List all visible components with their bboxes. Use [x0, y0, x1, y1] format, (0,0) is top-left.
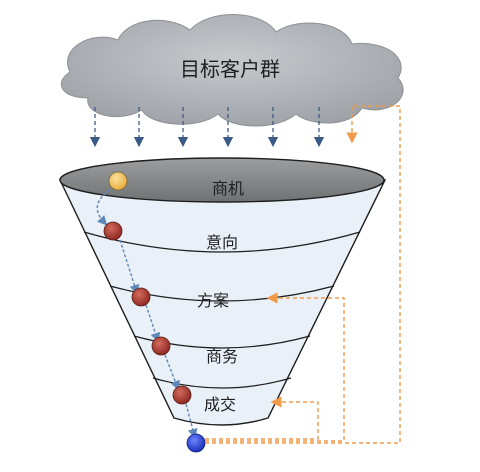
lead-ball-start — [108, 171, 128, 191]
ball-path-arrow — [119, 239, 140, 295]
ball-path — [96, 189, 198, 439]
stage-label-negotiation: 商务 — [206, 347, 238, 366]
cloud-label: 目标客户群 — [180, 57, 280, 81]
ball-path-arrow — [185, 403, 198, 439]
ball-path-arrow — [164, 354, 180, 391]
stage-label-opportunity: 商机 — [212, 179, 244, 198]
stage-label-closed: 成交 — [204, 395, 236, 414]
lead-ball — [151, 336, 171, 356]
feedback-arrow-to-top — [205, 105, 401, 444]
stage-label-proposal: 方案 — [197, 291, 229, 310]
feedback-arrow-to-closed — [205, 396, 319, 440]
cloud-shape — [60, 14, 404, 127]
lead-ball — [131, 287, 151, 307]
inflow-arrows — [89, 107, 325, 148]
ball-path-arrow — [145, 304, 161, 343]
stage-label-intent: 意向 — [206, 233, 238, 252]
lead-ball — [172, 385, 192, 405]
feedback-arrow-to-proposal — [205, 292, 345, 442]
lead-ball-end — [186, 433, 206, 453]
funnel-top-opening — [59, 157, 385, 203]
stage-divider — [83, 231, 361, 253]
lead-ball — [103, 221, 123, 241]
stage-divider — [152, 377, 292, 389]
feedback-loops — [205, 105, 401, 444]
ball-path-arrow — [96, 189, 111, 226]
funnel-body — [58, 157, 387, 426]
